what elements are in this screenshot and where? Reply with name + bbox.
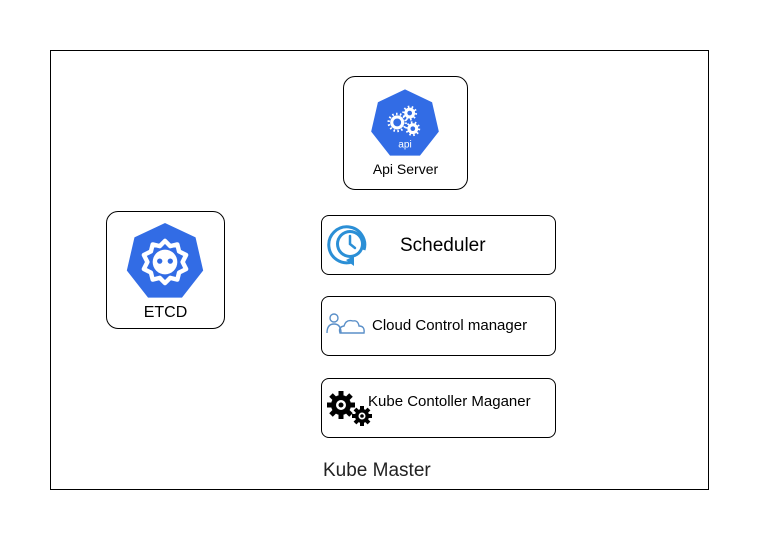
cloud-control-manager-label: Cloud Control manager xyxy=(372,317,528,334)
etcd-label: ETCD xyxy=(143,304,188,321)
kube-master-label: Kube Master xyxy=(323,460,431,481)
kube-master-container xyxy=(50,50,709,490)
api-server-node[interactable]: api Api Server xyxy=(343,76,468,190)
scheduler-label: Scheduler xyxy=(400,235,486,256)
kube-controller-manager-node[interactable]: Kube Contoller Maganer xyxy=(321,378,556,438)
gears-icon xyxy=(327,391,372,426)
cloud-control-manager-node[interactable]: Cloud Control manager xyxy=(321,296,556,356)
scheduler-node[interactable]: Scheduler xyxy=(321,215,556,275)
api-server-label: Api Server xyxy=(372,161,439,177)
kubernetes-api-icon: api xyxy=(368,86,442,158)
kube-controller-manager-label: Kube Contoller Maganer xyxy=(368,393,531,410)
cloud-user-icon xyxy=(326,313,365,334)
etcd-node[interactable]: ETCD xyxy=(106,211,225,329)
api-icon-text: api xyxy=(398,139,412,150)
clock-icon xyxy=(327,225,367,266)
kubernetes-etcd-icon xyxy=(123,220,207,301)
